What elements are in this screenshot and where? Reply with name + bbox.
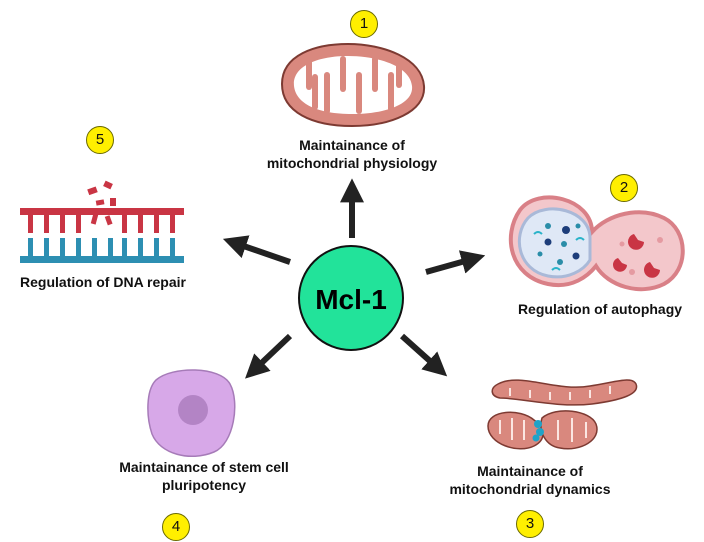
- arrow-to-stem-cell: [245, 333, 293, 379]
- label-autophagy: Regulation of autophagy: [517, 301, 683, 317]
- arrows: [222, 178, 486, 379]
- label-mitochondrial-dynamics: Maintainance of mitochondrial dynamics: [449, 463, 611, 497]
- label-dna-repair: Regulation of DNA repair: [20, 274, 186, 290]
- label-stem-cell-pluripotency: Maintainance of stem cell pluripotency: [119, 459, 289, 493]
- damaged-dna-icon: [20, 180, 184, 263]
- badge-2: 2: [610, 174, 638, 202]
- mitochondrion-icon: [280, 42, 426, 128]
- badge-4: 4: [162, 513, 190, 541]
- arrow-to-autophagy: [425, 250, 486, 275]
- badge-1: 1: [350, 10, 378, 38]
- mcl1-node: [298, 245, 404, 351]
- arrow-to-dna-repair: [222, 235, 291, 265]
- label-mitochondrial-physiology: Maintainance of mitochondrial physiology: [266, 137, 438, 171]
- badge-5: 5: [86, 126, 114, 154]
- badge-3: 3: [516, 510, 544, 538]
- arrow-to-dynamics: [399, 333, 448, 377]
- mitochondrial-fission-icon: [487, 379, 638, 450]
- stem-cell-icon: [147, 369, 236, 457]
- mcl1-label: Mcl-1: [315, 284, 387, 315]
- autophagosome-lysosome-fusion-icon: [508, 195, 685, 292]
